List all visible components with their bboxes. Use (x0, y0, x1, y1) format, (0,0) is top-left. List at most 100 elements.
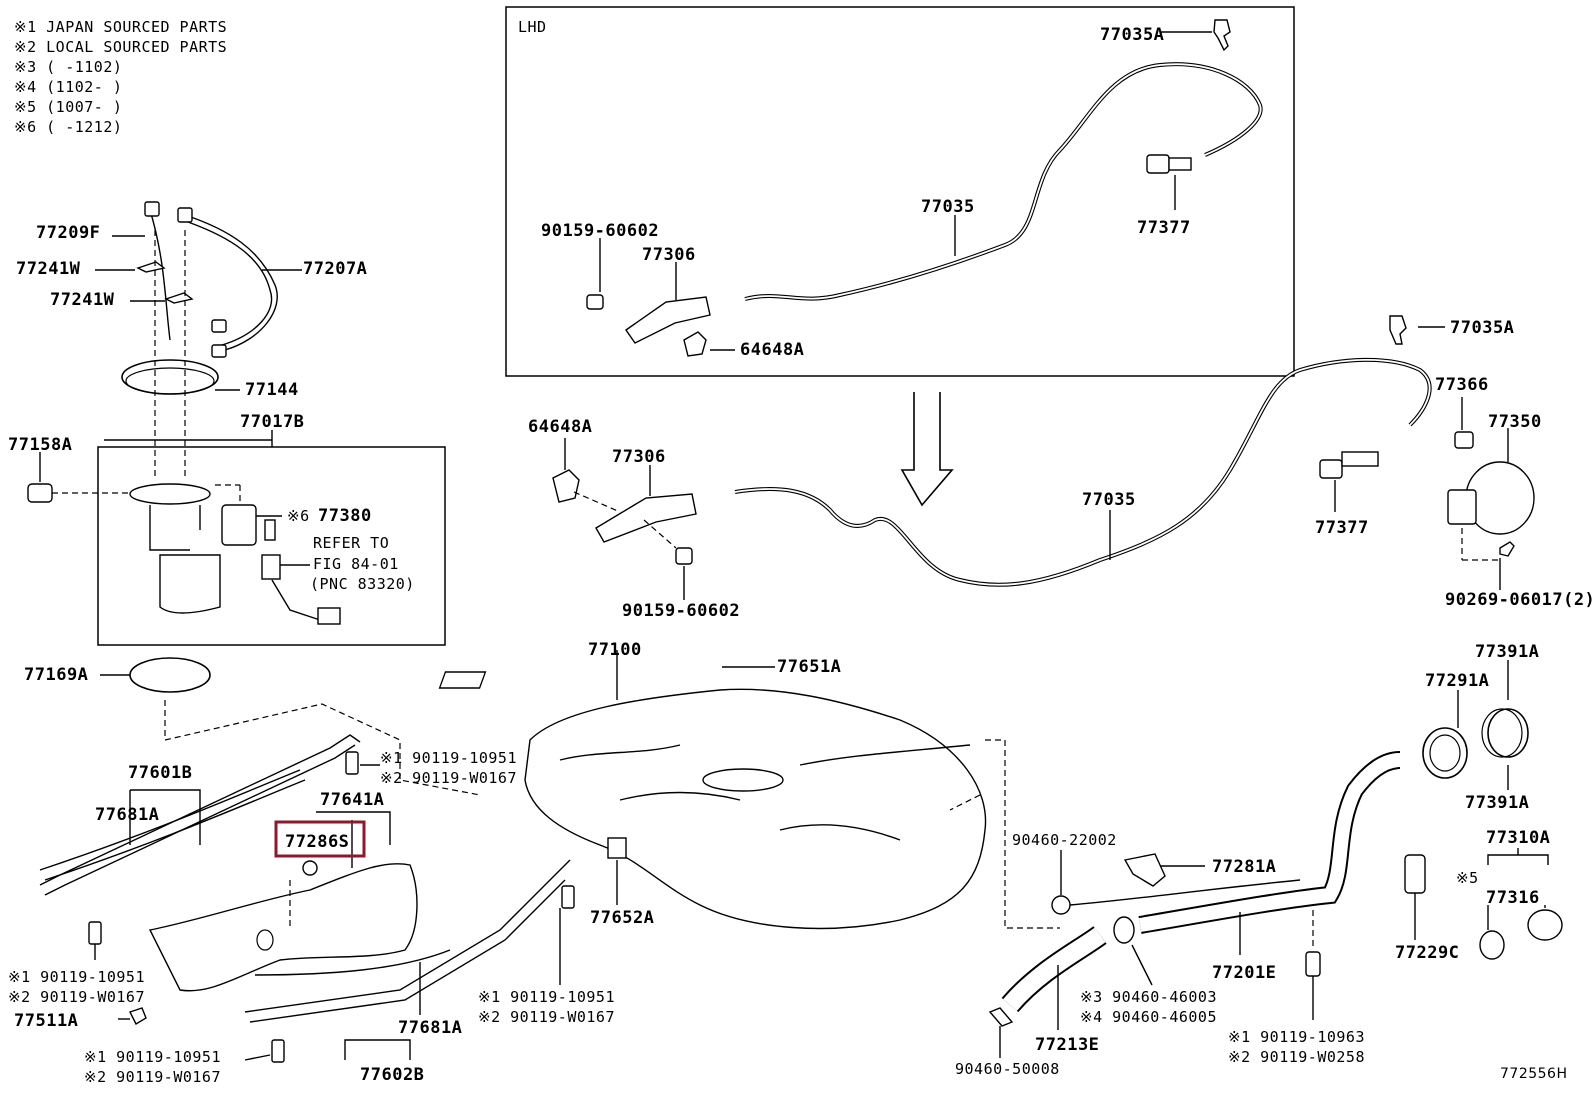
lhd-cable (744, 62, 1263, 301)
label-90119-a2: ※2 90119-W0167 (380, 769, 517, 787)
bolt-90119-b (561, 885, 575, 909)
clip-77035A-top (1213, 19, 1231, 52)
label-77100: 77100 (588, 640, 642, 660)
label-77380: 77380 (318, 506, 372, 526)
label-77651A: 77651A (777, 657, 841, 677)
refer-line-3: (PNC 83320) (310, 575, 415, 593)
label-77281A: 77281A (1212, 857, 1276, 877)
bracket-77281A (1123, 853, 1166, 887)
bolt-90119-10963 (1305, 951, 1321, 977)
band-77391A (1487, 708, 1529, 758)
label-64648A-main: 64648A (528, 417, 592, 437)
label-77310A: 77310A (1486, 828, 1550, 848)
clip-77241W-b (164, 292, 194, 304)
note-6: ※6 ( -1212) (14, 118, 122, 136)
label-77229C: 77229C (1395, 943, 1459, 963)
label-90269: 90269-06017(2) (1445, 590, 1592, 610)
label-77377-main: 77377 (1315, 518, 1369, 538)
note-2: ※2 LOCAL SOURCED PARTS (14, 38, 227, 56)
label-90460-46003: ※3 90460-46003 (1080, 988, 1217, 1006)
note-5: ※5 (1007- ) (14, 98, 122, 116)
label-90119-e1: ※1 90119-10951 (84, 1048, 221, 1066)
gasket-77316 (1479, 930, 1505, 960)
clamp-90460-4600x (1113, 916, 1135, 944)
tank-body (524, 688, 987, 930)
label-77213E: 77213E (1035, 1035, 1099, 1055)
highlight-box (274, 820, 366, 858)
fuel-tube-77207A (184, 214, 278, 351)
clip-77035A-right (1389, 315, 1407, 345)
label-77209F: 77209F (36, 223, 100, 243)
label-77602B: 77602B (360, 1065, 424, 1085)
label-90119-d1: ※1 90119-10951 (8, 968, 145, 986)
label-77035-main: 77035 (1082, 490, 1136, 510)
lever-77306-main (595, 493, 697, 543)
screw-90269 (1499, 541, 1515, 557)
filter-77380 (221, 504, 257, 546)
plug-77158A (27, 483, 53, 503)
label-77366: 77366 (1435, 375, 1489, 395)
filler-pipe-assembly: 77391A 77291A 77391A 77310A ※5 77316 772… (955, 642, 1563, 1078)
clip-77511A (129, 1007, 147, 1025)
note-4: ※4 (1102- ) (14, 78, 122, 96)
gasket-77169A (129, 657, 211, 693)
label-77207A: 77207A (303, 259, 367, 279)
label-77035-top: 77035 (921, 197, 975, 217)
bolt-90119-a (345, 751, 359, 775)
label-90119-e2: ※2 90119-W0167 (84, 1068, 221, 1086)
connector-77377-top (1146, 154, 1170, 174)
figure-id: 772556H (1500, 1066, 1567, 1082)
label-77316: 77316 (1486, 888, 1540, 908)
note-3: ※3 ( -1102) (14, 58, 122, 76)
label-90119-10963: ※1 90119-10963 (1228, 1028, 1365, 1046)
label-64648A-top: 64648A (740, 340, 804, 360)
label-90119-W0258: ※2 90119-W0258 (1228, 1048, 1365, 1066)
label-90460-46005: ※4 90460-46005 (1080, 1008, 1217, 1026)
label-77601B: 77601B (128, 763, 192, 783)
label-77241W-a: 77241W (16, 259, 81, 279)
tank-straps: 77601B 77681A 77641A 77286S ※1 90119-109… (8, 734, 615, 1086)
lhd-frame (505, 6, 1295, 377)
fuel-cap-77310A (1527, 909, 1563, 941)
label-90119-a1: ※1 90119-10951 (380, 749, 517, 767)
label-77511A: 77511A (14, 1011, 78, 1031)
fuel-tank: 77100 77651A 77652A (438, 640, 1060, 930)
valve-77229C (1404, 854, 1426, 894)
lhd-label: LHD (518, 18, 547, 36)
label-77391A-a: 77391A (1475, 642, 1539, 662)
label-90119-b2: ※2 90119-W0167 (478, 1008, 615, 1026)
clamp-90460-22002 (1051, 895, 1071, 915)
pad-77651A (438, 671, 487, 689)
protector-77641A (148, 863, 418, 992)
label-77017B: 77017B (240, 412, 304, 432)
bolt-90119-d (88, 921, 102, 945)
lever-77306-top (625, 296, 711, 344)
clip-77241W-a (136, 261, 166, 273)
fuel-pump-assembly: 77209F 77241W 77241W 77207A 77144 77017B… (8, 201, 446, 646)
label-77144: 77144 (245, 380, 299, 400)
gasket-group: 77169A (24, 657, 481, 796)
inset-arrow (900, 392, 954, 507)
label-90460-50008: 90460-50008 (955, 1060, 1060, 1078)
label-77035A-top: 77035A (1100, 25, 1164, 45)
lhd-inset: LHD 77035A 77035 90159-60602 77306 77377… (505, 6, 1295, 377)
pump-body (159, 554, 221, 614)
label-90159-top: 90159-60602 (541, 221, 659, 241)
clamp-90460-50008 (988, 1007, 1014, 1027)
main-cable-assembly: 77035A 77366 77350 77377 77035 64648A 77… (528, 315, 1592, 621)
label-77377-top: 77377 (1137, 218, 1191, 238)
label-77306-main: 77306 (612, 447, 666, 467)
label-77641A: 77641A (320, 790, 384, 810)
bolt-90159-main (675, 547, 693, 565)
arrow-icon (900, 392, 954, 507)
label-77291A: 77291A (1425, 671, 1489, 691)
pump-flange (129, 483, 211, 505)
label-90159-main: 90159-60602 (622, 601, 740, 621)
bolt-90159-top (586, 294, 604, 310)
label-90119-b1: ※1 90119-10951 (478, 988, 615, 1006)
note-1: ※1 JAPAN SOURCED PARTS (14, 18, 227, 36)
label-77286S: 77286S (285, 832, 349, 852)
notes-block: ※1 JAPAN SOURCED PARTS ※2 LOCAL SOURCED … (14, 18, 227, 136)
label-77681A-left: 77681A (95, 805, 159, 825)
